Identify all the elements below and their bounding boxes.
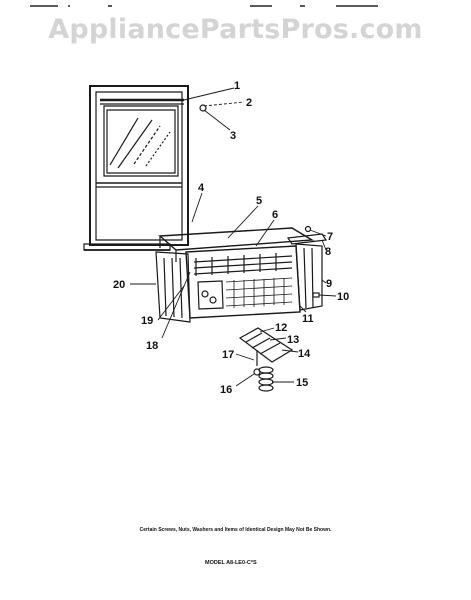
leveler-spring (258, 366, 274, 392)
callout-4: 4 (198, 182, 205, 194)
callout-20: 20 (113, 279, 125, 291)
part-7-screw (304, 225, 312, 233)
callout-8: 8 (325, 246, 331, 258)
window-frame (83, 85, 189, 251)
callout-labels: 1 2 3 4 5 6 7 8 9 10 11 12 13 14 15 16 1… (113, 80, 349, 396)
model-number: MODEL A8-LE0-C*S (205, 560, 257, 566)
callout-5: 5 (256, 195, 262, 207)
callout-1: 1 (234, 80, 240, 92)
callout-6: 6 (272, 209, 278, 221)
callout-18: 18 (146, 340, 158, 352)
leader-lines (130, 87, 337, 387)
callout-3: 3 (230, 130, 236, 142)
nut-16 (253, 368, 261, 376)
part-10-clip (312, 292, 320, 298)
part-2-fastener (199, 104, 207, 112)
callout-12: 12 (275, 322, 287, 334)
air-conditioner-unit (155, 227, 328, 323)
callout-15: 15 (296, 377, 308, 389)
top-border-lines (30, 5, 378, 7)
callout-13: 13 (287, 334, 299, 346)
callout-16: 16 (220, 384, 232, 396)
callout-9: 9 (326, 278, 332, 290)
support-bracket (238, 327, 294, 363)
callout-10: 10 (337, 291, 349, 303)
disclaimer-note: Certain Screws, Nuts, Washers and Items … (139, 527, 332, 533)
watermark: AppliancePartsPros.com (48, 14, 423, 45)
callout-2: 2 (246, 97, 252, 109)
callout-17: 17 (222, 349, 234, 361)
callout-7: 7 (327, 231, 333, 243)
callout-11: 11 (302, 313, 314, 325)
callout-19: 19 (141, 315, 153, 327)
callout-14: 14 (298, 348, 311, 360)
top-border-fragments (0, 0, 471, 8)
